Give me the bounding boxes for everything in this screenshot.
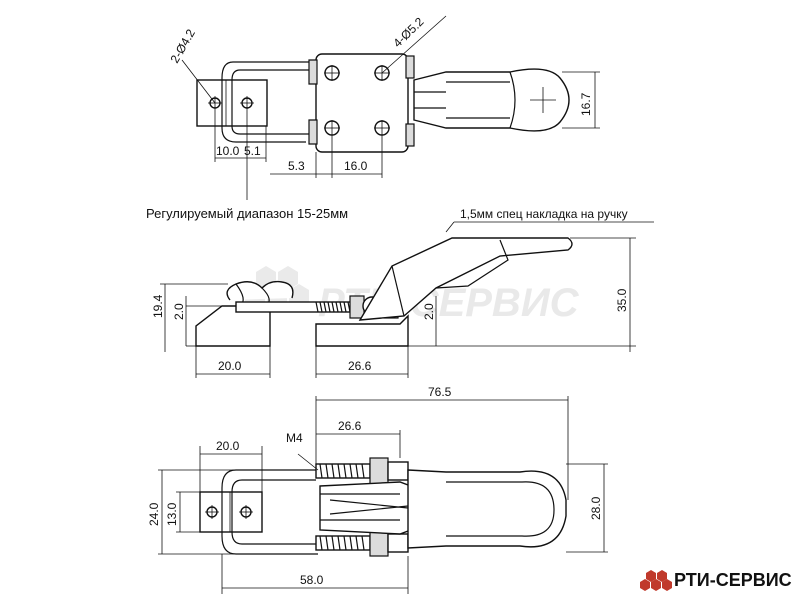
dim-5-1: 5.1 — [244, 144, 261, 158]
bottom-handle — [407, 469, 567, 549]
side-view: 19.4 2.0 2.0 35.0 20.0 26.6 — [151, 237, 636, 378]
dim-35-0: 35.0 — [615, 288, 629, 312]
dim-13-0: 13.0 — [165, 502, 179, 526]
logo-text: РТИ-СЕРВИС — [674, 570, 792, 590]
handle-cover-note: 1,5мм спец накладка на ручку — [460, 207, 628, 221]
dim-28-0: 28.0 — [589, 496, 603, 520]
dim-20-0-bottom: 20.0 — [216, 439, 240, 453]
dim-76-5: 76.5 — [428, 385, 452, 399]
handle — [413, 68, 570, 132]
side-handle — [358, 237, 573, 321]
adjust-range-note: Регулируемый диапазон 15-25мм — [146, 206, 348, 221]
bottom-view: 76.5 26.6 20.0 M4 24.0 13.0 28.0 58.0 — [147, 385, 608, 594]
dim-2-0-right: 2.0 — [422, 303, 436, 320]
dim-24-0: 24.0 — [147, 502, 161, 526]
dim-16-0: 16.0 — [344, 159, 368, 173]
hole-large-label: 4-Ø5.2 — [390, 14, 426, 50]
dim-10-0: 10.0 — [216, 144, 240, 158]
dim-5-3: 5.3 — [288, 159, 305, 173]
hole-small-label: 2-Ø4.2 — [167, 26, 198, 65]
dim-19-4: 19.4 — [151, 294, 165, 318]
dim-26-6-side: 26.6 — [348, 359, 372, 373]
dim-58-0: 58.0 — [300, 573, 324, 587]
logo-icon — [640, 570, 672, 591]
dim-2-0-left: 2.0 — [172, 303, 186, 320]
dim-20-0-side: 20.0 — [218, 359, 242, 373]
side-base-right — [315, 314, 409, 347]
thread-label: M4 — [286, 431, 303, 445]
dim-26-6-bottom: 26.6 — [338, 419, 362, 433]
company-logo: РТИ-СЕРВИС — [640, 570, 792, 591]
top-view: 2-Ø4.2 4-Ø5.2 10.0 5.1 5.3 16.0 16.7 — [167, 14, 600, 200]
dim-16-7: 16.7 — [579, 92, 593, 116]
